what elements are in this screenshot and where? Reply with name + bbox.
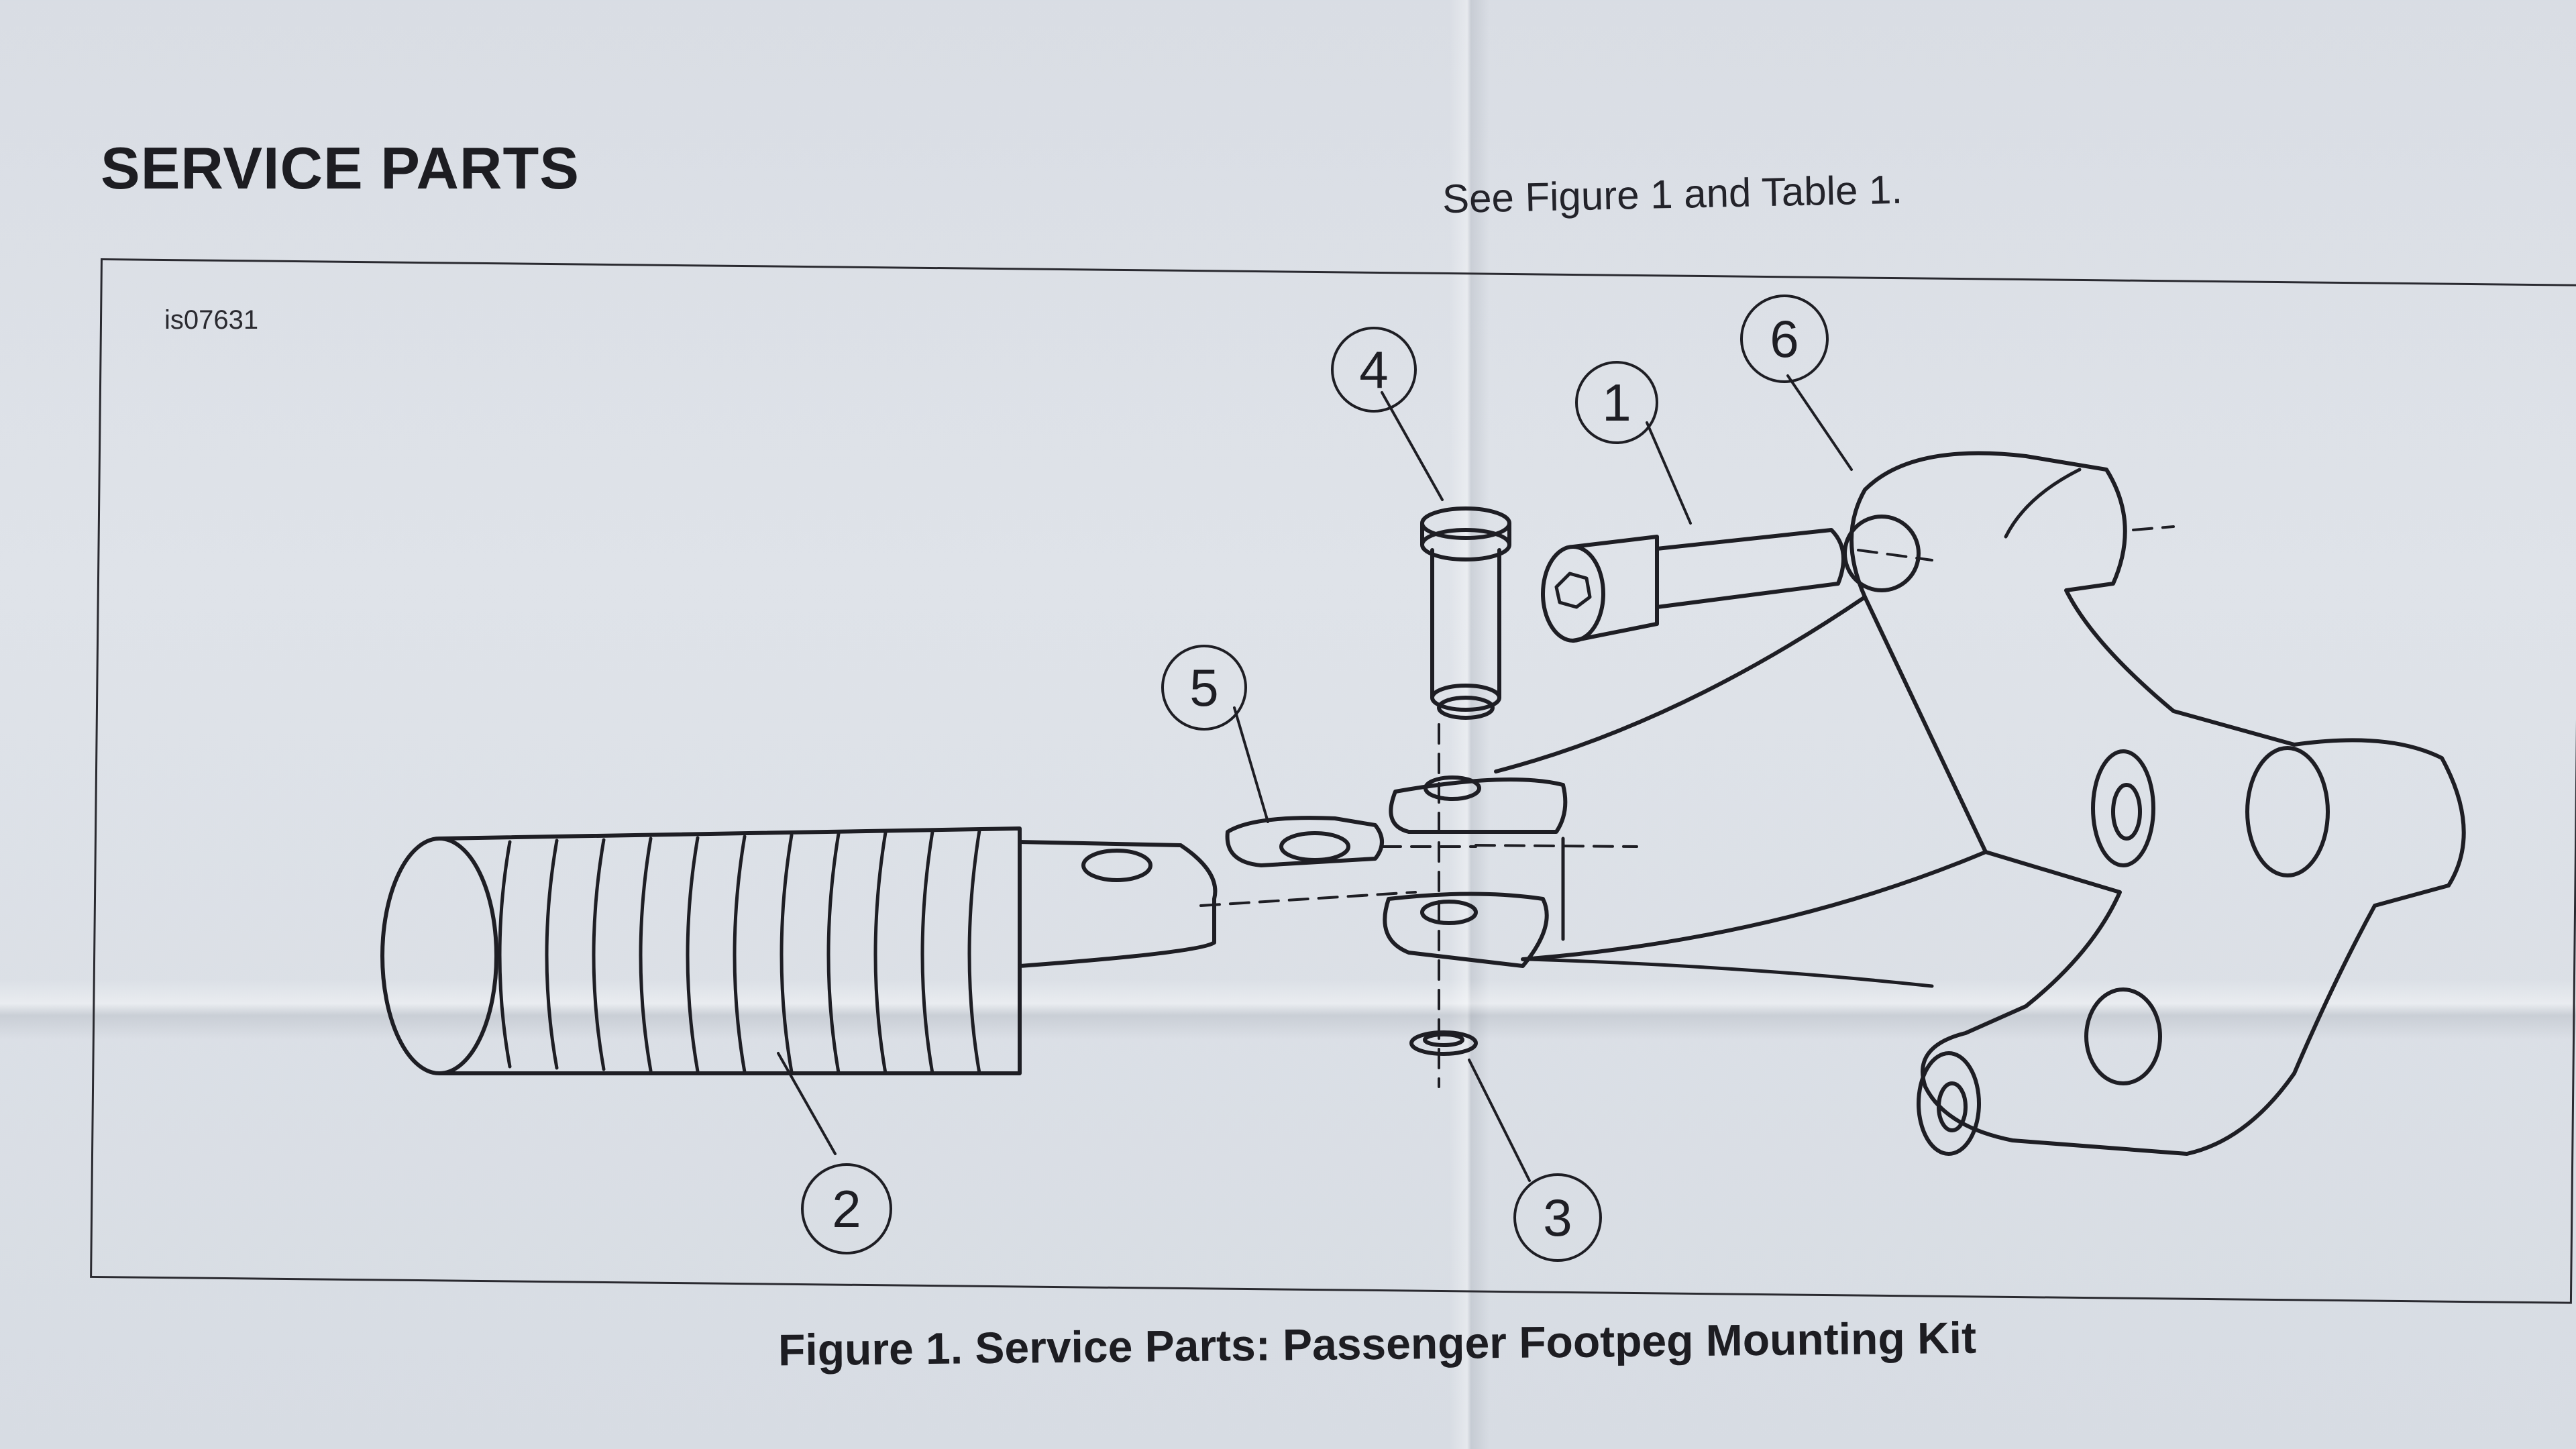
callout-4-label: 4 xyxy=(1359,340,1388,399)
callout-4: 4 xyxy=(1331,327,1417,413)
callout-5-label: 5 xyxy=(1189,658,1218,717)
section-heading: SERVICE PARTS xyxy=(101,135,580,201)
detent-plate-drawing xyxy=(1225,816,1384,867)
callout-2: 2 xyxy=(801,1163,892,1254)
retaining-clip-drawing xyxy=(1409,1030,1478,1056)
callout-3-label: 3 xyxy=(1543,1188,1572,1247)
paper-fold-vertical xyxy=(1449,0,1489,1449)
callout-6-label: 6 xyxy=(1770,309,1799,368)
callout-1-label: 1 xyxy=(1602,373,1631,432)
paper-fold-horizontal xyxy=(0,979,2576,1040)
leader-lines xyxy=(777,374,1853,1182)
callout-5: 5 xyxy=(1161,645,1247,731)
alignment-lines xyxy=(1199,525,2175,1088)
footpeg-drawing xyxy=(380,826,1218,1075)
callout-3: 3 xyxy=(1513,1173,1602,1262)
socket-bolt-drawing xyxy=(1541,528,1845,643)
figure-id: is07631 xyxy=(164,305,259,335)
callout-1: 1 xyxy=(1575,361,1658,444)
clevis-pin-drawing xyxy=(1420,506,1511,720)
mount-bracket-drawing xyxy=(1383,451,2466,1156)
callout-2-label: 2 xyxy=(832,1179,861,1238)
callout-6: 6 xyxy=(1740,294,1829,383)
